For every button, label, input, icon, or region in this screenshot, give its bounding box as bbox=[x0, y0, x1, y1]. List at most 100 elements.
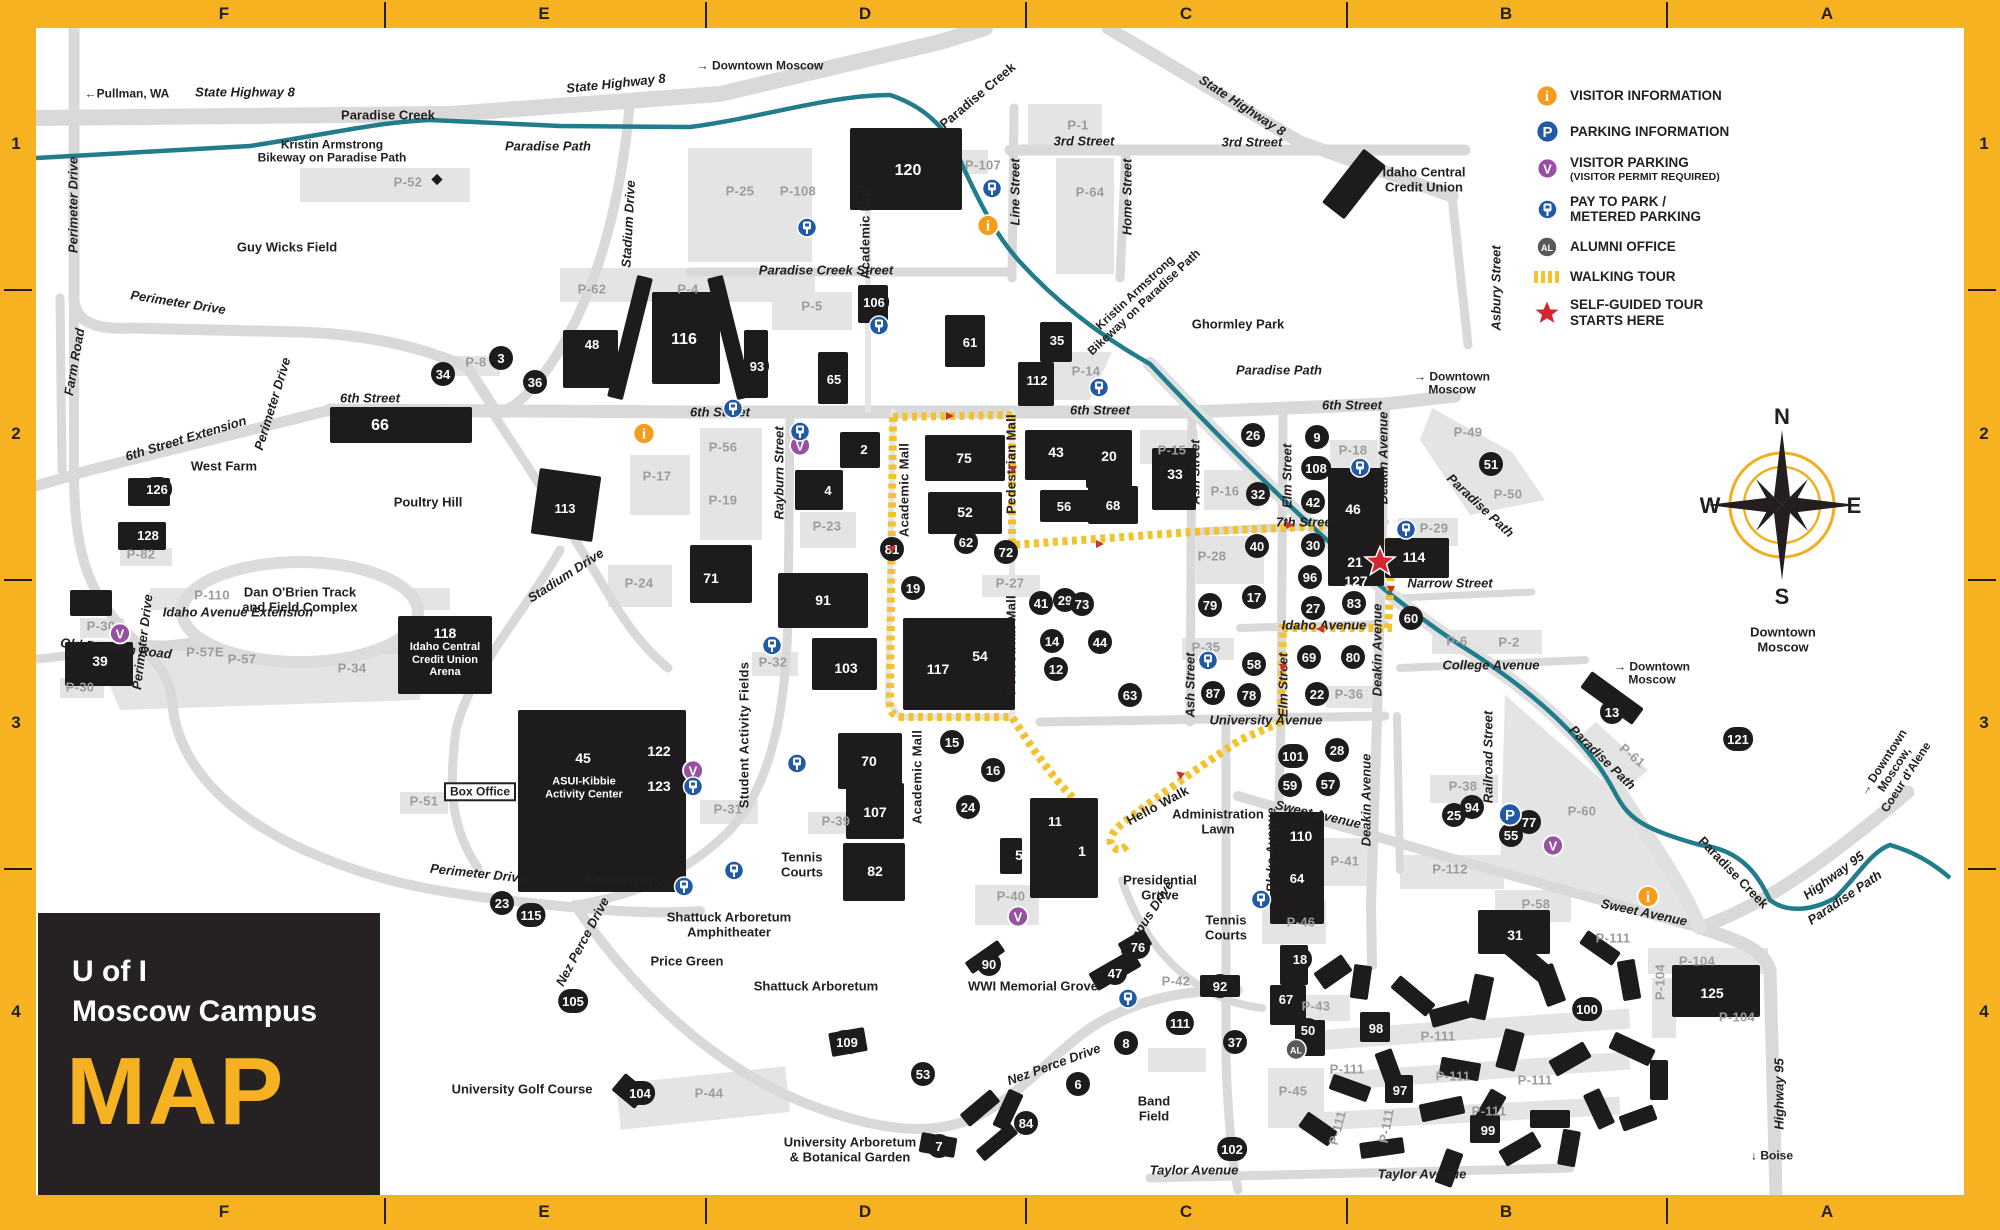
building-badge-92[interactable]: 92 bbox=[1208, 974, 1232, 998]
building-badge-8[interactable]: 8 bbox=[1114, 1031, 1138, 1055]
building[interactable] bbox=[778, 573, 868, 628]
building-badge-83[interactable]: 83 bbox=[1342, 591, 1366, 615]
building[interactable] bbox=[1086, 430, 1132, 488]
pay-icon[interactable] bbox=[761, 635, 783, 661]
building-badge-93[interactable]: 93 bbox=[745, 354, 769, 378]
building-badge-102[interactable]: 102 bbox=[1217, 1137, 1247, 1161]
pay-icon[interactable] bbox=[682, 776, 704, 802]
building-badge-48[interactable]: 48 bbox=[580, 332, 604, 356]
building-badge-7[interactable]: 7 bbox=[927, 1134, 951, 1158]
pay-icon[interactable] bbox=[868, 315, 890, 341]
building-badge-68[interactable]: 68 bbox=[1101, 493, 1125, 517]
pay-icon[interactable] bbox=[1088, 377, 1110, 403]
building-badge-96[interactable]: 96 bbox=[1298, 565, 1322, 589]
building[interactable] bbox=[1650, 1060, 1668, 1100]
building-badge-37[interactable]: 37 bbox=[1223, 1030, 1247, 1054]
visitor-icon[interactable]: V bbox=[1542, 834, 1565, 862]
building-badge-108[interactable]: 108 bbox=[1301, 456, 1331, 480]
building-badge-90[interactable]: 90 bbox=[977, 952, 1001, 976]
parking-icon[interactable]: P bbox=[1498, 802, 1523, 832]
visitor-icon[interactable]: V bbox=[1007, 905, 1030, 933]
pay-icon[interactable] bbox=[981, 178, 1003, 204]
building-badge-59[interactable]: 59 bbox=[1278, 773, 1302, 797]
building-badge-61[interactable]: 61 bbox=[958, 330, 982, 354]
building-badge-113[interactable]: 113 bbox=[550, 496, 580, 520]
building-badge-15[interactable]: 15 bbox=[940, 730, 964, 754]
building[interactable] bbox=[812, 638, 877, 690]
building-badge-22[interactable]: 22 bbox=[1305, 682, 1329, 706]
building-badge-42[interactable]: 42 bbox=[1301, 490, 1325, 514]
building-badge-32[interactable]: 32 bbox=[1246, 482, 1270, 506]
building[interactable] bbox=[928, 492, 1002, 534]
building[interactable] bbox=[1672, 965, 1760, 1017]
building-badge-109[interactable]: 109 bbox=[832, 1030, 862, 1054]
building-badge-6[interactable]: 6 bbox=[1066, 1072, 1090, 1096]
building-badge-128[interactable]: 128 bbox=[133, 523, 163, 547]
pay-icon[interactable] bbox=[1197, 650, 1219, 676]
pay-icon[interactable] bbox=[1117, 988, 1139, 1014]
building-badge-64[interactable]: 64 bbox=[1285, 866, 1309, 890]
building-badge-57[interactable]: 57 bbox=[1316, 772, 1340, 796]
building[interactable] bbox=[518, 710, 686, 892]
building-badge-17[interactable]: 17 bbox=[1242, 585, 1266, 609]
building[interactable] bbox=[330, 407, 472, 443]
building-badge-63[interactable]: 63 bbox=[1118, 683, 1142, 707]
building-badge-12[interactable]: 12 bbox=[1044, 657, 1068, 681]
building-badge-40[interactable]: 40 bbox=[1245, 534, 1269, 558]
alumni-icon[interactable]: AL bbox=[1285, 1038, 1307, 1066]
building[interactable] bbox=[1025, 430, 1089, 480]
pay-icon[interactable] bbox=[722, 398, 744, 424]
building[interactable] bbox=[690, 545, 752, 603]
building-badge-58[interactable]: 58 bbox=[1242, 652, 1266, 676]
pay-icon[interactable] bbox=[789, 421, 811, 447]
building-badge-78[interactable]: 78 bbox=[1237, 683, 1261, 707]
building[interactable] bbox=[1152, 448, 1196, 510]
building-badge-18[interactable]: 18 bbox=[1288, 947, 1312, 971]
building-badge-72[interactable]: 72 bbox=[994, 540, 1018, 564]
building-badge-101[interactable]: 101 bbox=[1278, 744, 1308, 768]
building[interactable] bbox=[652, 292, 720, 384]
building[interactable] bbox=[1385, 538, 1449, 578]
building-badge-69[interactable]: 69 bbox=[1297, 645, 1321, 669]
building-badge-34[interactable]: 34 bbox=[431, 362, 455, 386]
building-badge-56[interactable]: 56 bbox=[1052, 494, 1076, 518]
building-badge-105[interactable]: 105 bbox=[558, 989, 588, 1013]
building-badge-11[interactable]: 11 bbox=[1043, 809, 1067, 833]
building-badge-3[interactable]: 3 bbox=[489, 346, 513, 370]
building-badge-111[interactable]: 111 bbox=[1165, 1011, 1195, 1035]
building-badge-41[interactable]: 41 bbox=[1029, 591, 1053, 615]
building-badge-16[interactable]: 16 bbox=[981, 758, 1005, 782]
building-badge-126[interactable]: 126 bbox=[142, 477, 172, 501]
building[interactable] bbox=[925, 435, 1005, 481]
building-badge-4[interactable]: 4 bbox=[816, 478, 840, 502]
building-badge-65[interactable]: 65 bbox=[822, 367, 846, 391]
building-badge-36[interactable]: 36 bbox=[523, 370, 547, 394]
building-badge-84[interactable]: 84 bbox=[1014, 1111, 1038, 1135]
visitor-icon[interactable]: V bbox=[789, 434, 812, 462]
building-badge-80[interactable]: 80 bbox=[1341, 645, 1365, 669]
building-badge-26[interactable]: 26 bbox=[1241, 423, 1265, 447]
building-badge-23[interactable]: 23 bbox=[490, 891, 514, 915]
building-badge-81[interactable]: 81 bbox=[880, 537, 904, 561]
building[interactable] bbox=[846, 783, 904, 839]
info-icon[interactable]: i bbox=[976, 214, 1000, 243]
info-icon[interactable]: i bbox=[632, 422, 656, 451]
building[interactable] bbox=[843, 843, 905, 901]
building-badge-50[interactable]: 50 bbox=[1296, 1018, 1320, 1042]
visitor-icon[interactable]: V bbox=[109, 622, 132, 650]
building-badge-62[interactable]: 62 bbox=[954, 530, 978, 554]
building[interactable] bbox=[850, 128, 962, 210]
building[interactable] bbox=[65, 642, 133, 686]
building-badge-76[interactable]: 76 bbox=[1126, 935, 1150, 959]
building[interactable] bbox=[903, 618, 1015, 710]
building-badge-106[interactable]: 106 bbox=[859, 290, 889, 314]
pay-icon[interactable] bbox=[673, 876, 695, 902]
building-badge-99[interactable]: 99 bbox=[1476, 1118, 1500, 1142]
building-badge-104[interactable]: 104 bbox=[625, 1081, 655, 1105]
pay-icon[interactable] bbox=[796, 217, 818, 243]
pay-icon[interactable] bbox=[1250, 889, 1272, 915]
building-badge-97[interactable]: 97 bbox=[1388, 1078, 1412, 1102]
building-badge-79[interactable]: 79 bbox=[1198, 593, 1222, 617]
building-badge-60[interactable]: 60 bbox=[1399, 606, 1423, 630]
pay-icon[interactable] bbox=[1395, 519, 1417, 545]
